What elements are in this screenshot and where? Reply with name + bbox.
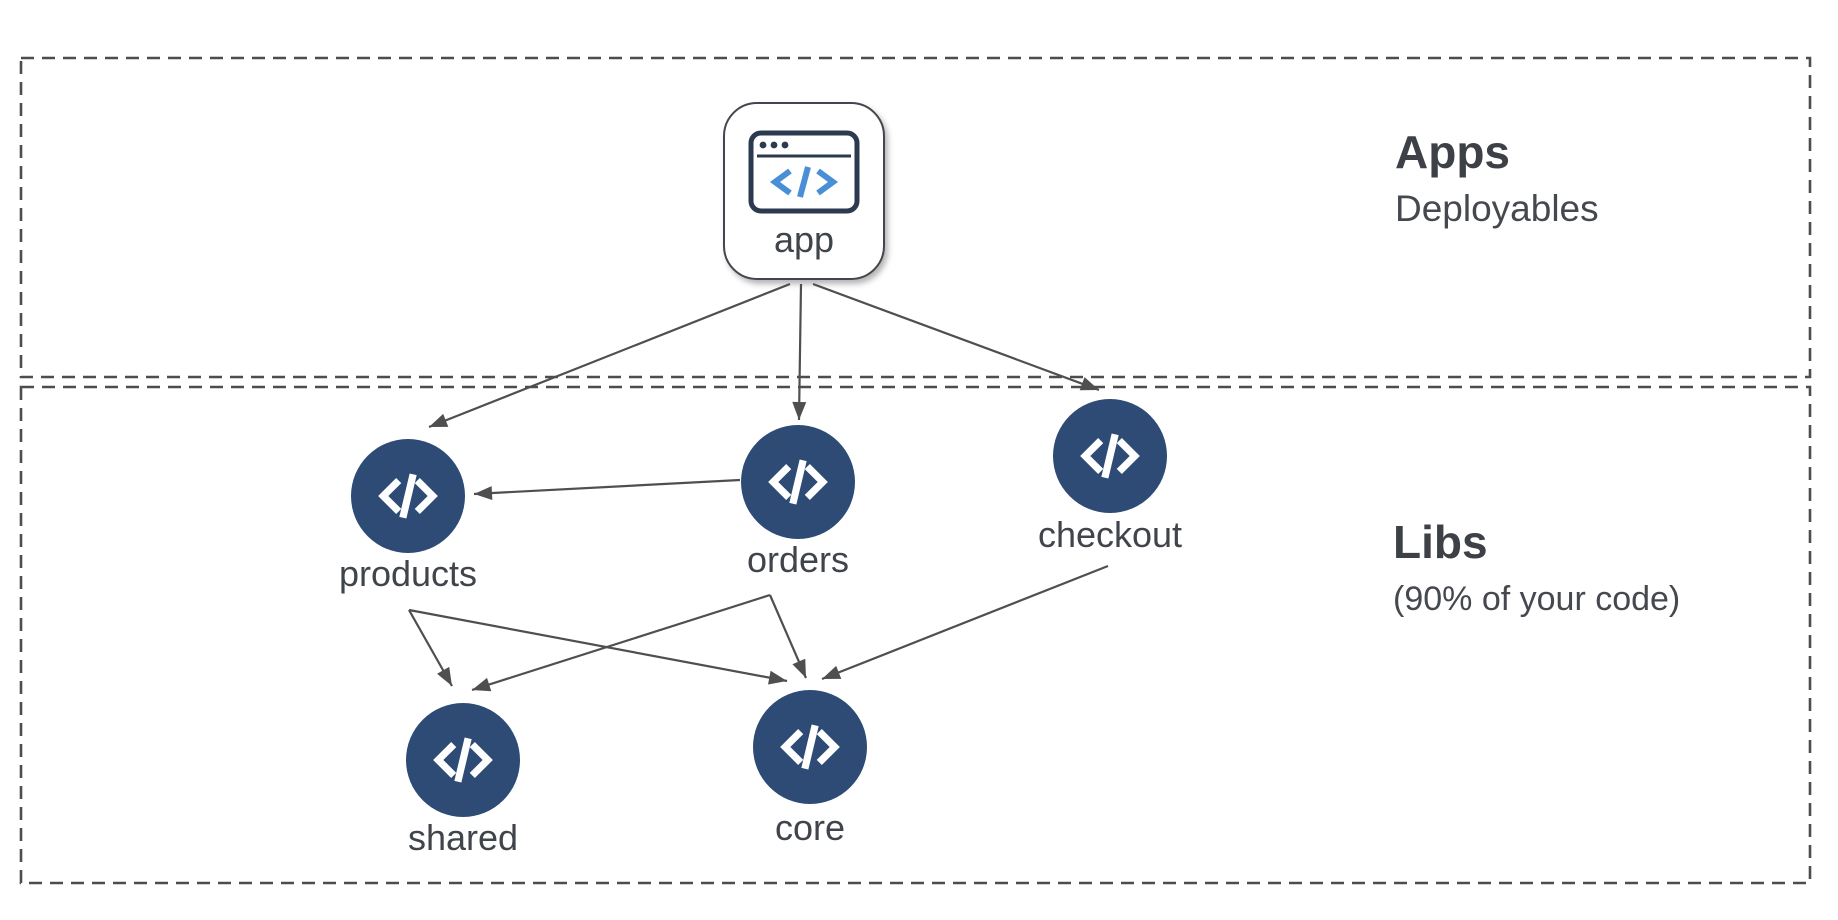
node-checkout-label: checkout [1037, 514, 1183, 555]
node-orders [741, 425, 855, 539]
code-icon [1080, 433, 1140, 479]
code-icon [433, 737, 493, 783]
libs-section-border [19, 385, 1812, 885]
code-icon [768, 459, 828, 505]
edge-products-shared [408, 609, 453, 687]
node-orders-label: orders [746, 539, 850, 580]
code-icon [378, 473, 438, 519]
node-app: app [723, 102, 885, 280]
apps-section-border [19, 56, 1812, 379]
edge-orders-shared [471, 593, 771, 692]
node-shared [406, 703, 520, 817]
libs-section-subtitle: (90% of your code) [1393, 580, 1681, 619]
edge-app-orders [792, 283, 807, 421]
edge-orders-core [768, 594, 808, 679]
apps-section-label: Apps Deployables [1395, 125, 1599, 230]
code-icon [780, 724, 840, 770]
node-checkout [1053, 399, 1167, 513]
node-shared-label: shared [407, 817, 519, 858]
node-app-label: app [773, 219, 835, 260]
apps-section-title: Apps [1395, 126, 1510, 178]
libs-section-label: Libs (90% of your code) [1393, 515, 1680, 619]
browser-code-icon [748, 130, 860, 214]
edge-orders-products [473, 478, 741, 501]
edge-products-core [408, 608, 788, 685]
edge-app-checkout [812, 282, 1100, 392]
apps-section-subtitle: Deployables [1395, 188, 1599, 230]
node-products-label: products [338, 553, 478, 594]
edge-checkout-core [821, 564, 1109, 681]
edge-app-products [428, 282, 791, 429]
node-products [351, 439, 465, 553]
libs-section-title: Libs [1393, 516, 1488, 568]
node-core-label: core [774, 807, 846, 848]
node-core [753, 690, 867, 804]
